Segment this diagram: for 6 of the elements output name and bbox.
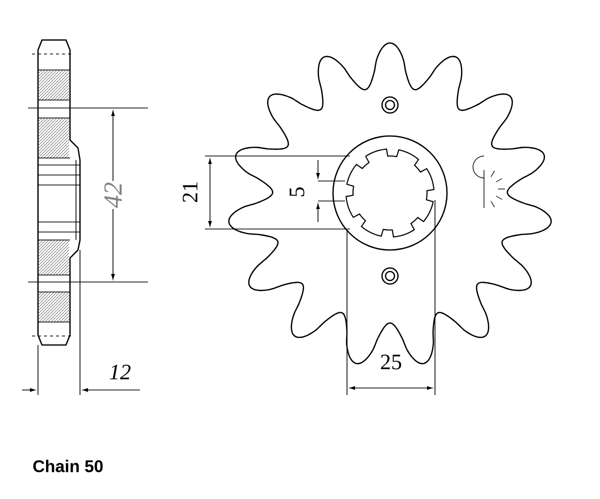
- dimension-label: 12: [108, 364, 132, 380]
- dimension-label: 42: [103, 181, 123, 209]
- dimension-label: 25: [379, 354, 403, 370]
- chain-label: Chain 50: [32, 458, 104, 474]
- dimension-label: 21: [182, 180, 198, 204]
- dimension-label: 5: [288, 186, 306, 198]
